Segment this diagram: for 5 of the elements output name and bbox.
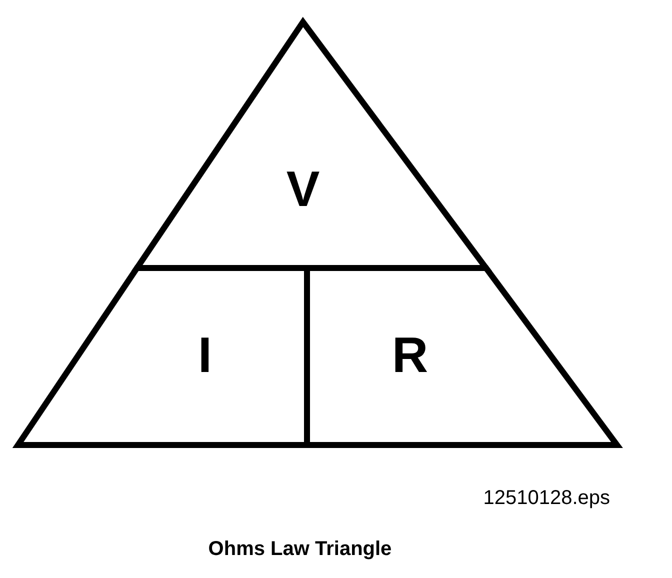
quantity-symbol: R	[392, 330, 428, 380]
caption: Ohms Law Triangle	[208, 539, 392, 559]
quantity-symbol: V	[286, 164, 320, 214]
file-name-label: 12510128.eps	[483, 488, 610, 508]
quantity-symbol: I	[198, 330, 212, 380]
